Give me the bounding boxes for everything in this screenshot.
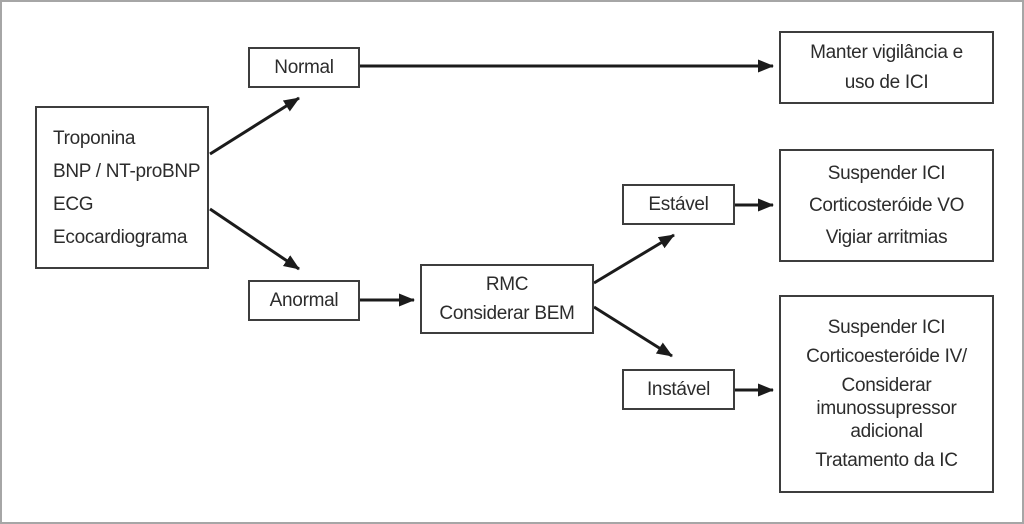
node-instavel-label: Instável bbox=[646, 378, 711, 400]
node-tests-line: Ecocardiograma bbox=[53, 226, 188, 248]
node-tests-line: Troponina bbox=[53, 127, 136, 149]
node-suspender-vo-line: Vigiar arritmias bbox=[825, 226, 948, 248]
node-tests-line: BNP / NT-proBNP bbox=[53, 160, 201, 182]
node-suspender-iv-item: Considerar imunossupressor adicional bbox=[816, 375, 957, 442]
node-suspender-iv-item: Tratamento da IC bbox=[815, 450, 958, 471]
node-suspender-iv: Suspender ICI Corticoesteróide IV/ Consi… bbox=[779, 295, 994, 493]
node-vigilancia-line: Manter vigilância e bbox=[810, 41, 963, 63]
node-instavel: Instável bbox=[622, 369, 735, 410]
node-estavel-label: Estável bbox=[648, 193, 709, 215]
node-suspender-iv-item: Suspender ICI bbox=[827, 317, 946, 338]
node-rmc: RMC Considerar BEM bbox=[420, 264, 594, 334]
node-rmc-line: RMC bbox=[485, 274, 529, 295]
node-suspender-vo: Suspender ICI Corticosteróide VO Vigiar … bbox=[779, 149, 994, 262]
node-normal: Normal bbox=[248, 47, 360, 88]
node-tests-line: ECG bbox=[53, 193, 94, 215]
node-suspender-iv-item: Corticoesteróide IV/ bbox=[806, 346, 967, 367]
node-vigilancia: Manter vigilância e uso de ICI bbox=[779, 31, 994, 104]
node-normal-label: Normal bbox=[274, 56, 334, 78]
node-rmc-line: Considerar BEM bbox=[439, 303, 575, 324]
arrow-tests-to-anormal bbox=[209, 207, 300, 271]
node-estavel: Estável bbox=[622, 184, 735, 225]
node-tests: Troponina BNP / NT-proBNP ECG Ecocardiog… bbox=[35, 106, 209, 269]
arrow-rmc-to-estavel bbox=[593, 233, 675, 285]
arrow-rmc-to-instavel bbox=[593, 305, 673, 358]
node-suspender-vo-line: Corticosteróide VO bbox=[808, 194, 965, 216]
node-anormal: Anormal bbox=[248, 280, 360, 321]
arrow-tests-to-normal bbox=[209, 96, 300, 156]
node-vigilancia-line: uso de ICI bbox=[844, 71, 929, 93]
node-suspender-vo-line: Suspender ICI bbox=[827, 162, 946, 184]
node-anormal-label: Anormal bbox=[269, 289, 339, 311]
